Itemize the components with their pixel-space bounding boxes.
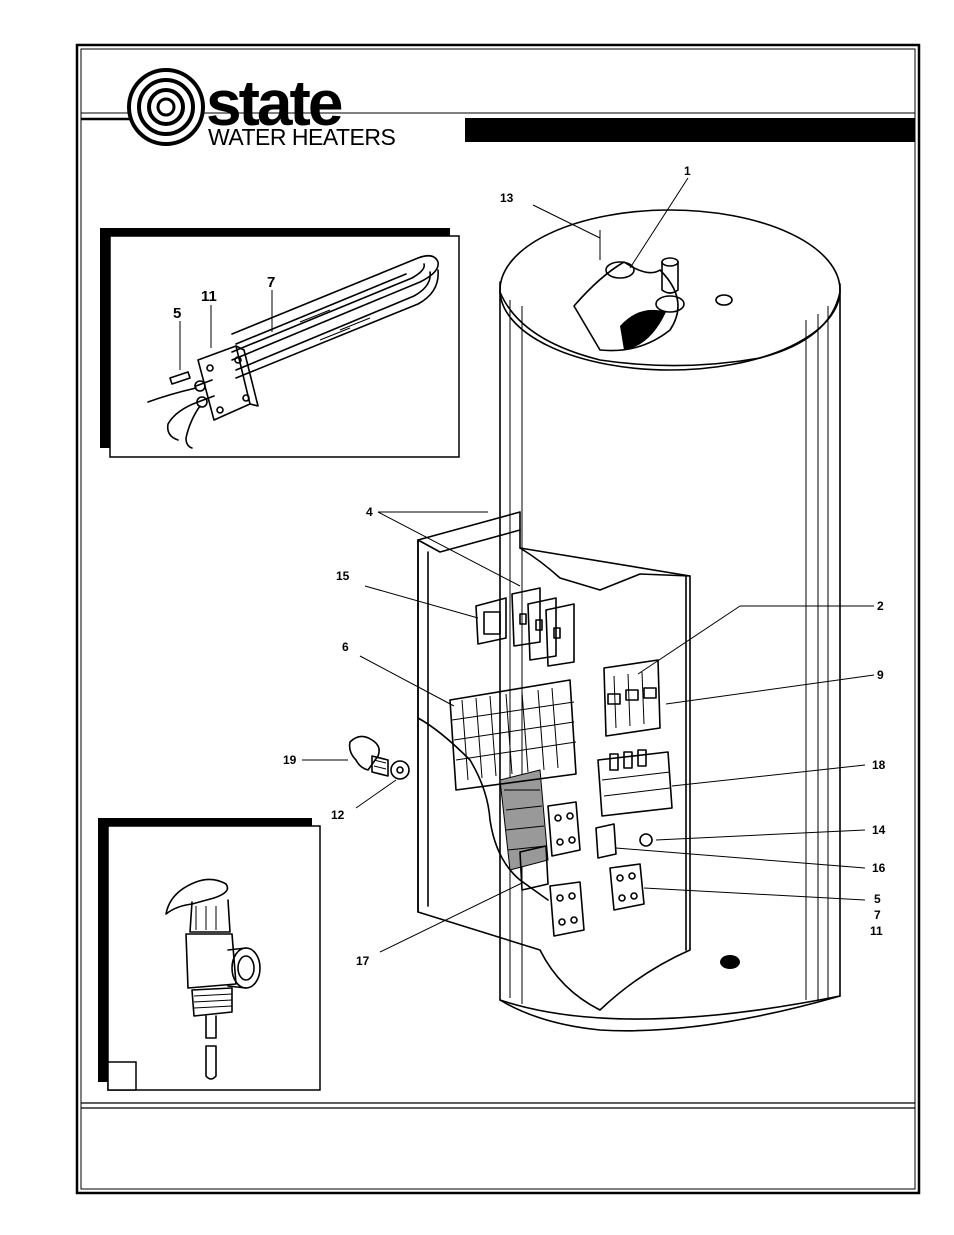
- thermostat-part: [512, 588, 574, 666]
- callout-2: 2: [877, 599, 884, 613]
- callout-4: 4: [366, 505, 373, 519]
- callout-18: 18: [872, 758, 886, 772]
- heating-element-inset: 5 11 7: [100, 228, 459, 457]
- concentric-circle-logo-icon: [129, 70, 203, 144]
- contactor-part: [450, 680, 576, 790]
- callout-9: 9: [877, 668, 884, 682]
- drain-valve-part: [350, 736, 388, 776]
- element-flange-parts: [548, 802, 644, 936]
- callout-19: 19: [283, 753, 297, 767]
- callout-6: 6: [342, 640, 349, 654]
- relief-valve-label-box: [108, 1062, 136, 1090]
- footer-rules: [81, 1103, 915, 1108]
- relay-part: [604, 660, 660, 736]
- fuse-block-part: [476, 598, 506, 644]
- callout-17: 17: [356, 954, 370, 968]
- callout-5: 5: [874, 892, 881, 906]
- callout-11-inset: 11: [201, 288, 217, 305]
- callout-5-inset: 5: [173, 305, 181, 322]
- brand-tagline: WATER HEATERS: [208, 124, 395, 150]
- callout-7-inset: 7: [267, 274, 275, 291]
- callout-15: 15: [336, 569, 350, 583]
- callout-12: 12: [331, 808, 345, 822]
- callout-1: 1: [684, 164, 691, 178]
- washer-part: [391, 761, 409, 779]
- terminal-block-part: [598, 750, 672, 816]
- relief-valve-inset: [98, 818, 320, 1090]
- callout-7: 7: [874, 908, 881, 922]
- callout-13: 13: [500, 191, 514, 205]
- callout-14: 14: [872, 823, 886, 837]
- callout-16: 16: [872, 861, 886, 875]
- callout-11: 11: [870, 924, 883, 938]
- brand-logo: state WATER HEATERS: [129, 67, 395, 150]
- header-band: [465, 118, 915, 142]
